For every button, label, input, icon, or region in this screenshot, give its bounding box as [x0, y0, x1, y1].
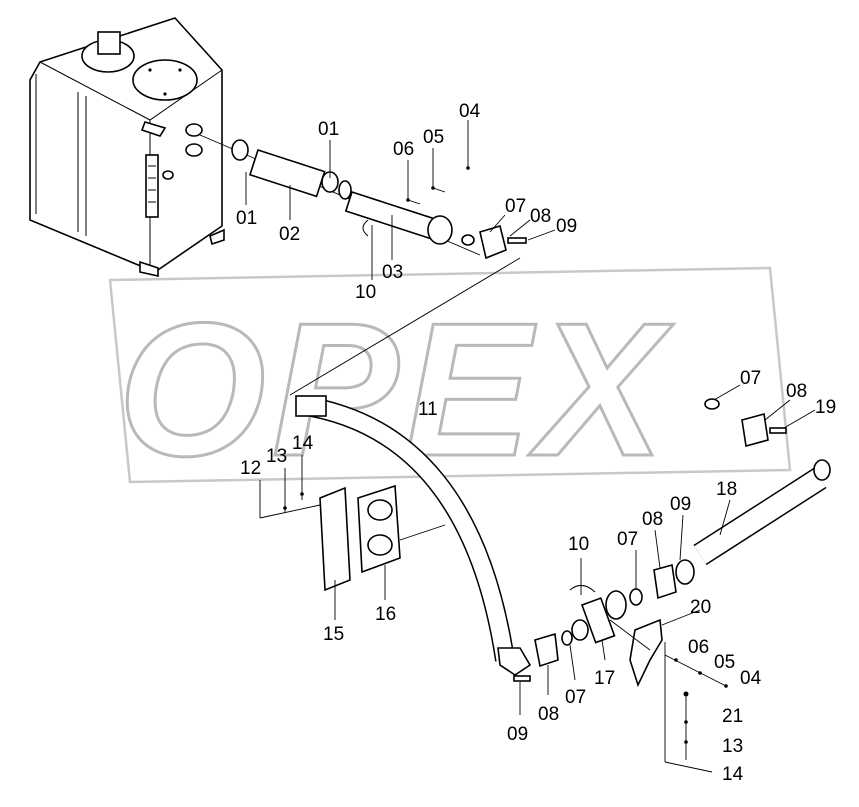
callout-05a: 05 — [423, 127, 444, 148]
callout-12: 12 — [240, 458, 261, 479]
callout-01a: 01 — [318, 119, 339, 140]
callout-09b: 09 — [670, 494, 691, 515]
callout-07b: 07 — [740, 368, 761, 389]
right-parts — [513, 398, 831, 773]
callout-11: 11 — [418, 399, 438, 420]
callout-08b: 08 — [786, 381, 807, 402]
callout-08d: 08 — [538, 704, 559, 725]
callout-06a: 06 — [393, 139, 414, 160]
callout-18: 18 — [716, 479, 737, 500]
callout-04a: 04 — [459, 101, 481, 122]
callout-06b: 06 — [688, 637, 709, 658]
callout-02: 02 — [279, 224, 300, 245]
callout-07d: 07 — [565, 687, 586, 708]
callout-16: 16 — [375, 604, 396, 625]
callout-14a: 14 — [292, 433, 314, 454]
suction-parts — [199, 134, 527, 260]
bolt-09a — [507, 237, 527, 244]
hose-02 — [248, 148, 326, 198]
watermark-text: OPEX — [118, 284, 674, 496]
callout-08c: 08 — [642, 509, 663, 530]
callout-05b: 05 — [714, 652, 735, 673]
callout-15: 15 — [323, 624, 344, 645]
callout-17: 17 — [594, 668, 615, 689]
callout-14b: 14 — [722, 764, 744, 785]
callouts: 01 01 02 03 04 05 06 07 08 09 10 11 12 1… — [236, 101, 836, 785]
callout-04b: 04 — [740, 668, 762, 689]
clamp-assembly — [259, 455, 446, 620]
callout-20: 20 — [690, 597, 711, 618]
watermark: OPEX — [108, 266, 792, 498]
callout-09c: 09 — [507, 724, 528, 745]
hose-11 — [295, 395, 532, 676]
leader-lines-right — [519, 384, 816, 715]
callout-10a: 10 — [355, 282, 376, 303]
callout-19: 19 — [815, 397, 836, 418]
leader-lines-top — [245, 120, 556, 396]
callout-21: 21 — [722, 706, 743, 727]
hydraulic-tank — [29, 17, 225, 277]
callout-13a: 13 — [266, 446, 287, 467]
flange-08a — [479, 224, 507, 260]
callout-08a: 08 — [530, 206, 551, 227]
callout-03: 03 — [382, 262, 403, 283]
clamp-01a — [231, 139, 249, 161]
callout-13b: 13 — [722, 736, 743, 757]
callout-10b: 10 — [568, 534, 589, 555]
callout-09a: 09 — [556, 216, 577, 237]
callout-07a: 07 — [505, 196, 526, 217]
callout-01b: 01 — [236, 208, 257, 229]
callout-07c: 07 — [617, 529, 638, 550]
